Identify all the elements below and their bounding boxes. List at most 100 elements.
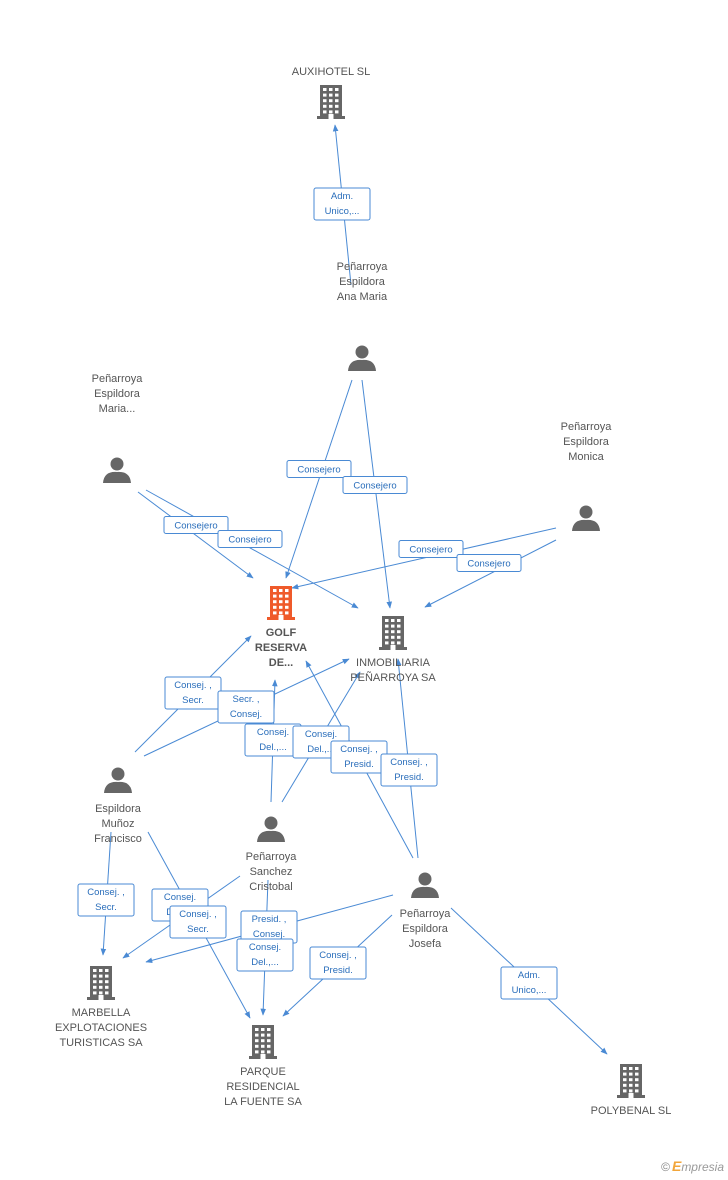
edge-label-ana-to-golf[interactable]: Consejero [286, 460, 352, 478]
edge-label-text: Consejero [297, 465, 340, 476]
edge-label-box [163, 516, 229, 534]
person-icon [103, 457, 131, 483]
node-maria[interactable]: PeñarroyaEspildoraMaria... [92, 373, 144, 483]
edge-label-text: Consej. [164, 892, 196, 903]
edge-label-text: Consejero [409, 545, 452, 556]
edge-label-text: Adm. [331, 191, 353, 202]
brand-name: mpresia [681, 1160, 724, 1174]
edge-label-text: Consej. , [179, 909, 217, 920]
node-golf[interactable]: GOLFRESERVADE... [255, 586, 307, 669]
copyright-symbol: © [661, 1160, 670, 1174]
node-label: DE... [269, 657, 293, 669]
edge-label-text: Consej. , [340, 744, 378, 755]
edge-label-box [398, 540, 464, 558]
edge-label-text: Del.,... [307, 744, 334, 755]
node-inmob[interactable]: INMOBILIARIA PEÑARROYA SA [350, 616, 436, 684]
edge-label-text: Secr. [187, 924, 209, 935]
node-label: Peñarroya [92, 373, 144, 385]
edge-label-text: Del.,... [259, 742, 286, 753]
edge-label-text: Secr. [95, 902, 117, 913]
node-label: PEÑARROYA SA [350, 671, 436, 684]
edge-ana-to-golf [285, 379, 353, 579]
edge-label-francisco-to-golf[interactable]: Consej. , Secr. [164, 676, 222, 710]
edge-label-francisco-to-parque[interactable]: Consej. , Secr. [169, 905, 227, 939]
edge-monica-to-inmob [424, 539, 557, 608]
edge-label-text: Consej. [249, 942, 281, 953]
edge-maria-to-golf [137, 491, 254, 579]
edge-label-josefa-to-inmob[interactable]: Consej. , Presid. [380, 753, 438, 787]
node-label: Cristobal [249, 881, 292, 893]
edge-label-text: Unico,... [512, 985, 547, 996]
node-label: Sanchez [250, 866, 293, 878]
edge-label-box [313, 187, 371, 221]
node-label: Espildora [563, 436, 610, 448]
edge-label-text: Consej. , [87, 887, 125, 898]
edge-maria-to-inmob [145, 489, 359, 609]
edge-label-text: Presid. [394, 772, 424, 783]
edge-label-text: Consej. , [390, 757, 428, 768]
edge-label-text: Consejero [174, 521, 217, 532]
node-label: Peñarroya [246, 851, 298, 863]
edge-label-text: Presid. [344, 759, 374, 770]
building-icon [267, 586, 295, 620]
edge-label-box [456, 554, 522, 572]
edge-label-text: Secr. [182, 695, 204, 706]
node-label: PARQUE [240, 1066, 286, 1078]
node-label: MARBELLA [72, 1007, 131, 1019]
node-label: Peñarroya [400, 908, 452, 920]
node-label: Espildora [94, 388, 141, 400]
node-label: GOLF [266, 627, 297, 639]
edge-label-text: Del.,... [251, 957, 278, 968]
edge-label-box [77, 883, 135, 917]
edge-label-cristobal-to-parque[interactable]: Consej. Del.,... [236, 938, 294, 972]
edge-label-ana-to-auxihotel[interactable]: Adm. Unico,... [313, 187, 371, 221]
edge-label-box [236, 938, 294, 972]
edge-label-monica-to-inmob[interactable]: Consejero [456, 554, 522, 572]
edge-label-text: Consej. , [174, 680, 212, 691]
node-label: Maria... [99, 403, 136, 415]
node-polybenal[interactable]: POLYBENAL SL [591, 1064, 672, 1117]
edge-label-text: Adm. [518, 970, 540, 981]
edge-label-josefa-to-parque[interactable]: Consej. ,Presid. [309, 946, 367, 980]
node-label: INMOBILIARIA [356, 657, 431, 669]
edge-label-francisco-to-inmob[interactable]: Secr. , Consej. [217, 690, 275, 724]
edge-label-box [217, 690, 275, 724]
building-icon [87, 966, 115, 1000]
edge-label-text: Consejero [353, 481, 396, 492]
node-auxihotel[interactable]: AUXIHOTEL SL [292, 66, 370, 119]
edge-label-josefa-to-marbella[interactable]: Presid. ,Consej. [240, 910, 298, 944]
edge-label-monica-to-golf[interactable]: Consejero [398, 540, 464, 558]
edge-label-box [380, 753, 438, 787]
brand-logo[interactable]: ©Empresia [661, 1158, 724, 1174]
edge-label-text: Presid. [323, 965, 353, 976]
edge-labels-layer: Adm.Unico,...ConsejeroConsejeroConsejero… [77, 187, 558, 1000]
edge-label-ana-to-inmob[interactable]: Consejero [342, 476, 408, 494]
edge-label-francisco-to-marbella[interactable]: Consej. , Secr. [77, 883, 135, 917]
edge-label-josefa-to-golf[interactable]: Consej. , Presid. [330, 740, 388, 774]
edge-label-josefa-to-polybenal[interactable]: Adm. Unico,... [500, 966, 558, 1000]
edge-label-box [500, 966, 558, 1000]
building-icon [317, 85, 345, 119]
edge-label-text: Secr. , [233, 694, 260, 705]
edge-label-text: Consejero [228, 535, 271, 546]
edge-label-maria-to-inmob[interactable]: Consejero [217, 530, 283, 548]
node-label: Espildora [339, 276, 386, 288]
edge-label-text: Consej. [305, 729, 337, 740]
edge-label-maria-to-golf[interactable]: Consejero [163, 516, 229, 534]
node-label: POLYBENAL SL [591, 1105, 672, 1117]
edge-label-text: Consej. [230, 709, 262, 720]
node-label: LA FUENTE SA [224, 1096, 302, 1108]
brand-initial: E [671, 1158, 682, 1174]
node-label: Ana Maria [337, 291, 388, 303]
node-label: Peñarroya [561, 421, 613, 433]
edge-label-box [217, 530, 283, 548]
edge-label-text: Unico,... [325, 206, 360, 217]
